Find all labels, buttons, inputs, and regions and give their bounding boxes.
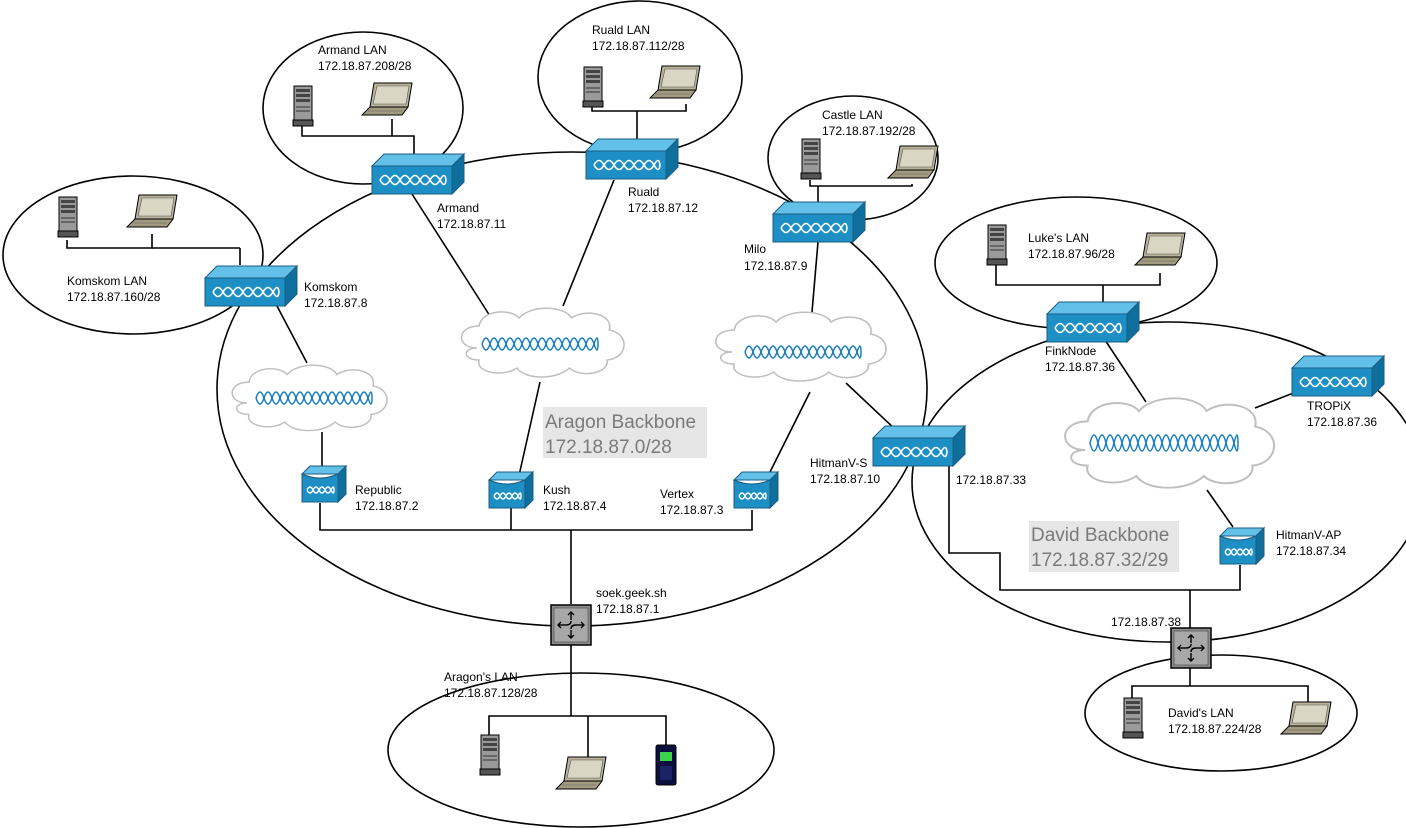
milo-node-ip: 172.18.87.9 <box>744 259 808 273</box>
armand-bridge-icon <box>371 153 465 195</box>
ruald-laptop-icon <box>649 65 701 99</box>
komskom-lan-subnet: 172.18.87.160/28 <box>67 290 161 304</box>
luke-lan-name: Luke's LAN <box>1028 231 1089 245</box>
aragon-lan-name: Aragon's LAN <box>444 670 518 684</box>
ruald-node-name: Ruald <box>628 185 659 199</box>
ruald-lan-name: Ruald LAN <box>592 23 650 37</box>
luke-server-icon <box>986 224 1008 266</box>
links <box>66 104 1309 757</box>
luke-lan-subnet: 172.18.87.96/28 <box>1028 247 1115 261</box>
vertex-node-ip: 172.18.87.3 <box>660 503 724 517</box>
aragon-lan-boundary <box>387 672 775 828</box>
luke-laptop-icon <box>1134 232 1186 266</box>
republic-ap-icon <box>301 465 347 503</box>
david-laptop-icon <box>1280 701 1332 735</box>
david-server-icon <box>1122 697 1144 739</box>
komskom-server-icon <box>57 196 79 238</box>
hitmanvs-node-name: HitmanV-S <box>810 456 867 470</box>
komskom-lan-boundary <box>2 175 264 335</box>
komskom-node-ip: 172.18.87.8 <box>304 296 368 310</box>
hitmanvs-node-ip2: 172.18.87.33 <box>956 473 1026 487</box>
vertex-ap-icon <box>733 471 779 509</box>
david-backbone-boundary <box>911 321 1406 643</box>
soek-node-name: soek.geek.sh <box>596 586 667 600</box>
vertex-node-name: Vertex <box>660 487 694 501</box>
finknode-node-name: FinkNode <box>1045 344 1097 358</box>
hitmanvs-node-ip: 172.18.87.10 <box>810 472 880 486</box>
david-router-ip: 172.18.87.38 <box>1111 615 1181 629</box>
david-lan-subnet: 172.18.87.224/28 <box>1168 722 1262 736</box>
castle-lan-name: Castle LAN <box>822 108 883 122</box>
armand-lan-name: Armand LAN <box>318 43 387 57</box>
armand-server-icon <box>292 85 314 127</box>
david-lan-name: David's LAN <box>1168 706 1234 720</box>
aragon-cloud-center <box>460 307 625 378</box>
aragon-cloud-right <box>714 311 887 382</box>
hitmanvap-node-ip: 172.18.87.34 <box>1276 544 1346 558</box>
hitmanvs-bridge-icon <box>872 425 966 467</box>
aragon-phone-icon <box>655 744 677 786</box>
david-backbone-label-bg <box>1029 521 1179 572</box>
armand-node-ip: 172.18.87.11 <box>437 217 507 231</box>
komskom-laptop-icon <box>126 194 178 228</box>
ruald-lan-subnet: 172.18.87.112/28 <box>592 39 685 53</box>
castle-server-icon <box>800 138 822 180</box>
ruald-bridge-icon <box>585 138 679 180</box>
republic-node-name: Republic <box>355 483 402 497</box>
david-backbone-title: David Backbone <box>1031 525 1169 546</box>
aragon-backbone-label-bg <box>543 407 707 458</box>
aragon-laptop-icon <box>555 756 607 790</box>
tropix-node-name: TROPiX <box>1307 399 1351 413</box>
kush-node-name: Kush <box>543 483 570 497</box>
komskom-bridge-icon <box>204 265 298 307</box>
aragon-server-icon <box>479 734 501 776</box>
aragon-lan-subnet: 172.18.87.128/28 <box>444 686 538 700</box>
hitmanvap-ap-icon <box>1219 527 1265 565</box>
armand-lan-subnet: 172.18.87.208/28 <box>318 59 412 73</box>
ruald-node-ip: 172.18.87.12 <box>628 201 698 215</box>
armand-laptop-icon <box>361 82 413 116</box>
hitmanvap-node-name: HitmanV-AP <box>1276 528 1341 542</box>
tropix-node-ip: 172.18.87.36 <box>1307 415 1377 429</box>
aragon-backbone-subnet: 172.18.87.0/28 <box>545 437 672 458</box>
armand-lan-boundary <box>262 31 464 185</box>
aragon-cloud-left <box>231 364 388 432</box>
milo-bridge-icon <box>772 201 866 243</box>
aragon-backbone-title: Aragon Backbone <box>545 412 696 433</box>
kush-node-ip: 172.18.87.4 <box>543 499 607 513</box>
ruald-server-icon <box>582 66 604 108</box>
republic-node-ip: 172.18.87.2 <box>355 499 419 513</box>
david-cloud <box>1064 397 1276 489</box>
kush-ap-icon <box>488 471 534 509</box>
milo-node-name: Milo <box>744 242 766 256</box>
komskom-node-name: Komskom <box>304 280 357 294</box>
david-lan-boundary <box>1084 654 1358 772</box>
soek-router-icon <box>550 604 592 646</box>
finknode-bridge-icon <box>1046 301 1140 343</box>
komskom-lan-name: Komskom LAN <box>67 274 147 288</box>
castle-lan-subnet: 172.18.87.192/28 <box>822 124 916 138</box>
tropix-bridge-icon <box>1291 355 1385 397</box>
castle-laptop-icon <box>887 145 939 179</box>
david-backbone-subnet: 172.18.87.32/29 <box>1031 550 1168 571</box>
armand-node-name: Armand <box>437 201 479 215</box>
soek-node-ip: 172.18.87.1 <box>596 602 660 616</box>
david-router-icon <box>1170 627 1212 669</box>
finknode-node-ip: 172.18.87.36 <box>1045 360 1115 374</box>
